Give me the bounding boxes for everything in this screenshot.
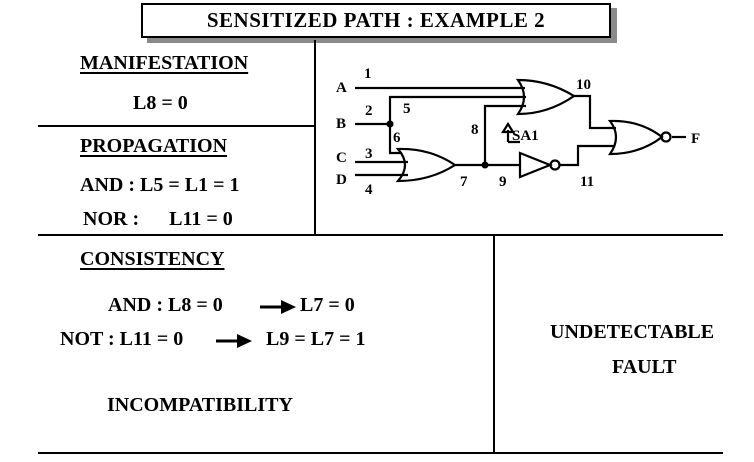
line-number-6: 6 bbox=[393, 130, 401, 146]
line-number-8: 8 bbox=[471, 122, 479, 138]
line-number-5: 5 bbox=[403, 101, 411, 117]
fault-arrow-icon bbox=[501, 121, 520, 144]
slide-title: SENSITIZED PATH : EXAMPLE 2 bbox=[141, 3, 611, 38]
propagation-and-line: AND : L5 = L1 = 1 bbox=[80, 174, 240, 196]
line-number-2: 2 bbox=[365, 103, 373, 119]
junction-dot-7 bbox=[481, 161, 489, 169]
or-gate-large bbox=[515, 78, 577, 116]
conclusion-line-1: UNDETECTABLE bbox=[550, 321, 715, 343]
manifestation-value: L8 = 0 bbox=[133, 92, 188, 114]
manifestation-heading: MANIFESTATION bbox=[80, 52, 249, 74]
line-number-3: 3 bbox=[365, 146, 373, 162]
line-number-7: 7 bbox=[460, 174, 468, 190]
horizontal-divider-main bbox=[38, 234, 723, 236]
bottom-rule bbox=[38, 452, 723, 454]
not-gate-bubble bbox=[549, 159, 561, 171]
vertical-divider-top bbox=[314, 40, 316, 235]
wire-10 bbox=[574, 94, 616, 130]
wire-11 bbox=[560, 144, 615, 167]
output-label-f: F bbox=[691, 131, 700, 147]
consistency-not-right: L9 = L7 = 1 bbox=[266, 328, 366, 350]
wire-8 bbox=[483, 104, 526, 165]
line-number-1: 1 bbox=[364, 66, 372, 82]
horizontal-divider-left-mid bbox=[38, 125, 314, 127]
consistency-and-left: AND : L8 = 0 bbox=[108, 294, 223, 316]
consistency-and-right: L7 = 0 bbox=[300, 294, 355, 316]
input-label-c: C bbox=[336, 150, 347, 166]
wire-5 bbox=[388, 95, 526, 124]
not-gate bbox=[518, 151, 553, 179]
vertical-divider-bottom bbox=[493, 235, 495, 453]
consistency-result: INCOMPATIBILITY bbox=[107, 394, 293, 416]
nor-gate bbox=[607, 119, 664, 156]
line-number-9: 9 bbox=[499, 174, 507, 190]
wire-6 bbox=[388, 124, 401, 155]
consistency-not-left: NOT : L11 = 0 bbox=[60, 328, 184, 350]
line-number-11: 11 bbox=[580, 174, 594, 190]
input-label-b: B bbox=[336, 116, 346, 132]
junction-dot-b bbox=[386, 120, 394, 128]
line-number-4: 4 bbox=[365, 182, 373, 198]
conclusion-line-2: FAULT bbox=[612, 356, 677, 378]
propagation-nor-line: NOR : L11 = 0 bbox=[83, 208, 233, 230]
input-label-d: D bbox=[336, 172, 347, 188]
propagation-heading: PROPAGATION bbox=[80, 135, 228, 157]
consistency-heading: CONSISTENCY bbox=[80, 248, 225, 270]
nor-gate-bubble bbox=[660, 131, 672, 143]
or-gate-small bbox=[395, 147, 457, 183]
line-number-10: 10 bbox=[576, 77, 591, 93]
fault-label-sa1: SA1 bbox=[512, 128, 539, 144]
input-label-a: A bbox=[336, 80, 347, 96]
